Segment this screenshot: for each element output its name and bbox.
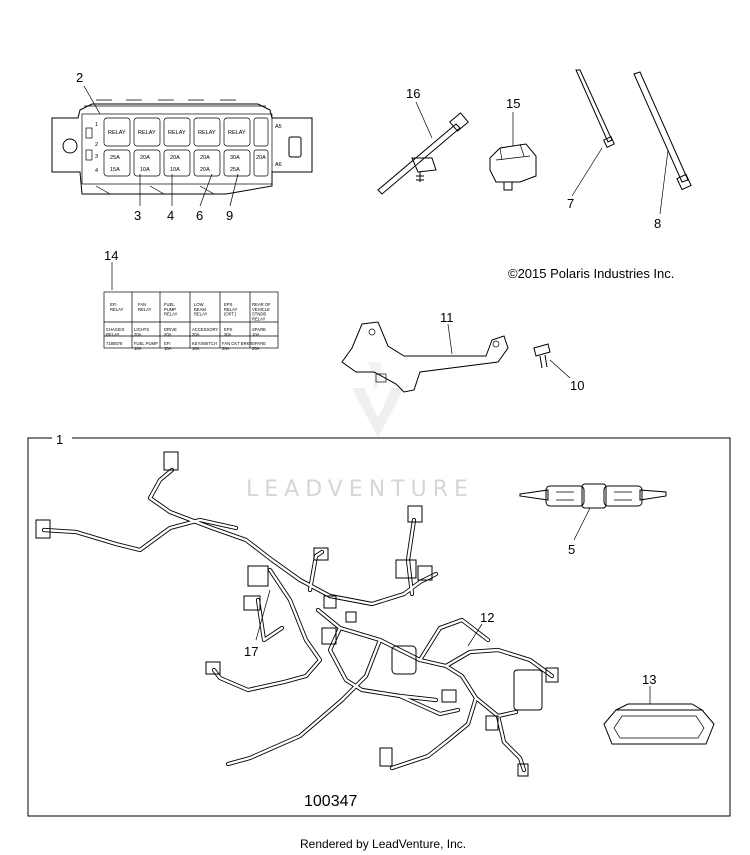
row-label-3: 3 xyxy=(95,154,98,160)
lower-rating-3: 10A xyxy=(170,167,180,173)
callout-8: 8 xyxy=(654,216,661,231)
callout-16: 16 xyxy=(406,86,420,101)
watermark-logo xyxy=(352,362,404,438)
fuse-box-lower-fuses xyxy=(103,149,269,177)
watermark-text: LEADVENTURE xyxy=(246,477,474,502)
clip-connector xyxy=(489,143,537,191)
callout-9: 9 xyxy=(226,208,233,223)
callout-12: 12 xyxy=(480,610,494,625)
diagram-number: 100347 xyxy=(304,793,357,810)
harness-connectors xyxy=(35,451,559,777)
wiring-harness xyxy=(35,451,559,777)
fuse-rating-2: 20A xyxy=(140,155,150,161)
fuse-box: 1 2 3 4 RELAY RELAY RELAY RELAY RELAY 25… xyxy=(51,99,313,195)
callout-7: 7 xyxy=(567,196,574,211)
lower-rating-5: 25A xyxy=(230,167,240,173)
relay-label-4: RELAY xyxy=(198,130,216,136)
lower-rating-1: 15A xyxy=(110,167,120,173)
fuse-rating-3: 20A xyxy=(170,155,180,161)
relay-label-5: RELAY xyxy=(228,130,246,136)
strap-long xyxy=(633,71,692,191)
fuse-rating-6: 20A xyxy=(256,155,266,161)
side-mark-1: A5 xyxy=(275,124,282,130)
callout-3: 3 xyxy=(134,208,141,223)
fuse-decal xyxy=(103,291,279,349)
harness-frame xyxy=(27,437,731,817)
fuse-box-upper-relays xyxy=(103,117,269,147)
callout-10: 10 xyxy=(570,378,584,393)
callout-2: 2 xyxy=(76,70,83,85)
footer-credit: Rendered by LeadVenture, Inc. xyxy=(300,837,466,851)
decal-cell-r3c0: 7186578 xyxy=(106,341,123,346)
strap-short xyxy=(575,69,615,148)
callout-17: 17 xyxy=(244,644,258,659)
relay-label-2: RELAY xyxy=(138,130,156,136)
callout-15: 15 xyxy=(506,96,520,111)
row-label-1: 1 xyxy=(95,122,98,128)
callout-11: 11 xyxy=(440,310,454,325)
screw xyxy=(533,343,551,369)
mounting-bracket xyxy=(341,321,509,393)
callout-1: 1 xyxy=(56,432,63,447)
callout-6: 6 xyxy=(196,208,203,223)
copyright-text: ©2015 Polaris Industries Inc. xyxy=(508,266,674,281)
fuse-rating-1: 25A xyxy=(110,155,120,161)
callout-14: 14 xyxy=(104,248,118,263)
relay-label-1: RELAY xyxy=(108,130,126,136)
lower-rating-2: 10A xyxy=(140,167,150,173)
side-mark-2: A6 xyxy=(275,162,282,168)
callout-13: 13 xyxy=(642,672,656,687)
fuse-rating-5: 30A xyxy=(230,155,240,161)
fuse-rating-4: 20A xyxy=(200,155,210,161)
callout-4: 4 xyxy=(167,208,174,223)
row-label-2: 2 xyxy=(95,142,98,148)
cable-tie-clip xyxy=(377,112,469,195)
relay-label-3: RELAY xyxy=(168,130,186,136)
fuse-box-cover xyxy=(603,703,715,745)
callout-5: 5 xyxy=(568,542,575,557)
lower-rating-4: 20A xyxy=(200,167,210,173)
inline-fuse-holder xyxy=(519,483,667,509)
row-label-4: 4 xyxy=(95,168,98,174)
